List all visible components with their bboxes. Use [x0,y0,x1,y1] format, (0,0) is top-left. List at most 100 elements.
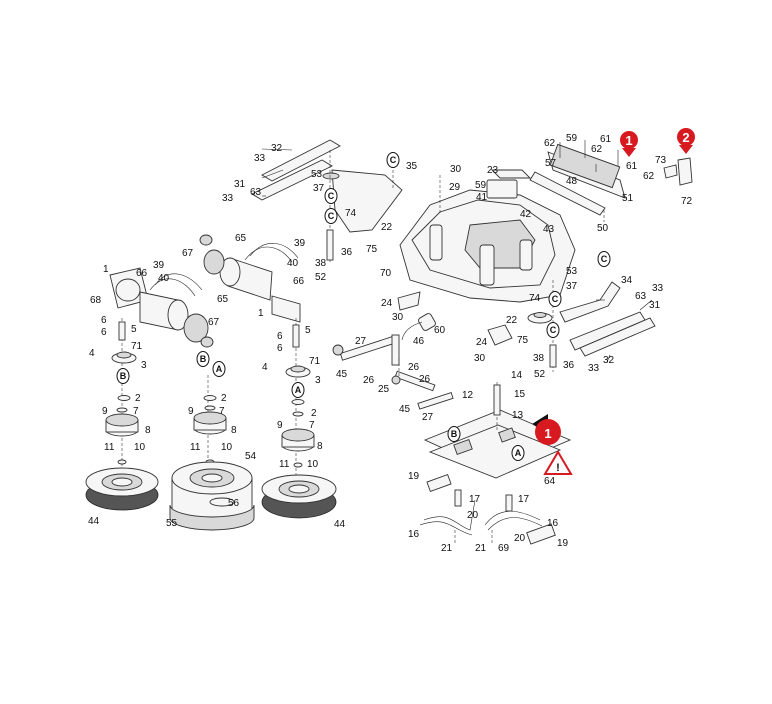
svg-text:1: 1 [258,308,264,319]
svg-text:33: 33 [254,153,266,164]
svg-text:2: 2 [311,408,317,419]
svg-text:B: B [451,429,458,439]
svg-text:10: 10 [134,442,146,453]
svg-text:32: 32 [271,143,283,154]
svg-text:13: 13 [512,410,524,421]
svg-text:38: 38 [533,353,545,364]
svg-text:7: 7 [133,406,139,417]
svg-text:C: C [328,191,335,201]
part-number-labels: 1 1 2 2 2 3 3 4 4 5 5 6 6 6 6 7 7 7 8 8 … [88,133,693,554]
svg-text:11: 11 [279,459,290,470]
svg-text:8: 8 [231,425,237,436]
svg-text:67: 67 [208,317,220,328]
svg-text:24: 24 [381,298,393,309]
shaft-assembly-center [332,291,513,410]
svg-text:33: 33 [652,283,664,294]
svg-text:46: 46 [413,336,425,347]
svg-text:17: 17 [469,494,481,505]
svg-text:53: 53 [311,169,323,180]
svg-text:19: 19 [557,538,569,549]
svg-text:26: 26 [419,374,431,385]
svg-text:44: 44 [334,519,346,530]
svg-text:36: 36 [563,360,575,371]
svg-text:63: 63 [635,291,647,302]
svg-text:A: A [295,385,302,395]
svg-text:9: 9 [277,420,283,431]
svg-text:53: 53 [566,266,578,277]
svg-text:22: 22 [506,315,518,326]
svg-text:B: B [120,371,127,381]
svg-text:23: 23 [487,165,499,176]
brush-stack-right [261,318,337,519]
svg-text:27: 27 [355,336,367,347]
svg-text:35: 35 [406,161,418,172]
svg-text:C: C [601,254,608,264]
svg-text:21: 21 [475,543,487,554]
svg-text:24: 24 [476,337,488,348]
svg-text:22: 22 [381,222,393,233]
svg-text:54: 54 [245,451,257,462]
svg-text:51: 51 [622,193,634,204]
svg-text:50: 50 [597,223,609,234]
svg-text:65: 65 [217,294,229,305]
brush-stack-left [85,318,159,511]
svg-text:65: 65 [235,233,247,244]
marker-1-top: 1 [620,131,638,157]
svg-text:9: 9 [102,406,108,417]
svg-text:74: 74 [529,293,541,304]
svg-text:21: 21 [441,543,453,554]
svg-text:20: 20 [514,533,526,544]
svg-text:61: 61 [626,161,638,172]
svg-text:31: 31 [649,300,661,311]
svg-text:3: 3 [315,375,321,386]
svg-text:56: 56 [228,498,240,509]
svg-text:32: 32 [603,355,615,366]
svg-text:5: 5 [305,325,311,336]
svg-text:2: 2 [682,130,689,145]
svg-text:19: 19 [408,471,420,482]
svg-text:29: 29 [449,182,461,193]
svg-text:27: 27 [422,412,434,423]
svg-text:60: 60 [434,325,446,336]
svg-text:1: 1 [544,426,551,441]
svg-text:45: 45 [336,369,348,380]
svg-text:9: 9 [188,406,194,417]
warning-icon: ! [543,450,573,475]
svg-text:1: 1 [103,264,109,275]
svg-text:11: 11 [104,442,115,453]
svg-text:25: 25 [378,384,390,395]
svg-text:20: 20 [467,510,479,521]
svg-text:55: 55 [166,518,178,529]
svg-text:2: 2 [221,393,227,404]
svg-text:61: 61 [600,134,612,145]
svg-text:33: 33 [222,193,234,204]
svg-text:52: 52 [534,369,546,380]
svg-text:6: 6 [101,315,107,326]
svg-text:15: 15 [514,389,526,400]
svg-text:6: 6 [277,331,283,342]
main-housing [399,169,576,303]
svg-text:!: ! [556,462,560,474]
svg-text:71: 71 [309,356,321,367]
svg-text:75: 75 [517,335,529,346]
svg-text:66: 66 [136,268,148,279]
svg-text:69: 69 [498,543,510,554]
svg-text:74: 74 [345,208,357,219]
frame-plate-bottom [419,382,572,545]
svg-text:10: 10 [221,442,233,453]
svg-text:66: 66 [293,276,305,287]
svg-text:67: 67 [182,248,194,259]
svg-text:6: 6 [101,327,107,338]
svg-text:63: 63 [250,187,262,198]
svg-text:70: 70 [380,268,392,279]
svg-text:38: 38 [315,258,327,269]
svg-text:71: 71 [131,341,143,352]
svg-text:44: 44 [88,516,100,527]
svg-text:A: A [216,364,223,374]
svg-text:14: 14 [511,370,523,381]
svg-text:4: 4 [262,362,268,373]
svg-text:45: 45 [399,404,411,415]
svg-text:8: 8 [145,425,151,436]
bracket-assembly-right [527,280,656,372]
svg-text:59: 59 [475,180,487,191]
